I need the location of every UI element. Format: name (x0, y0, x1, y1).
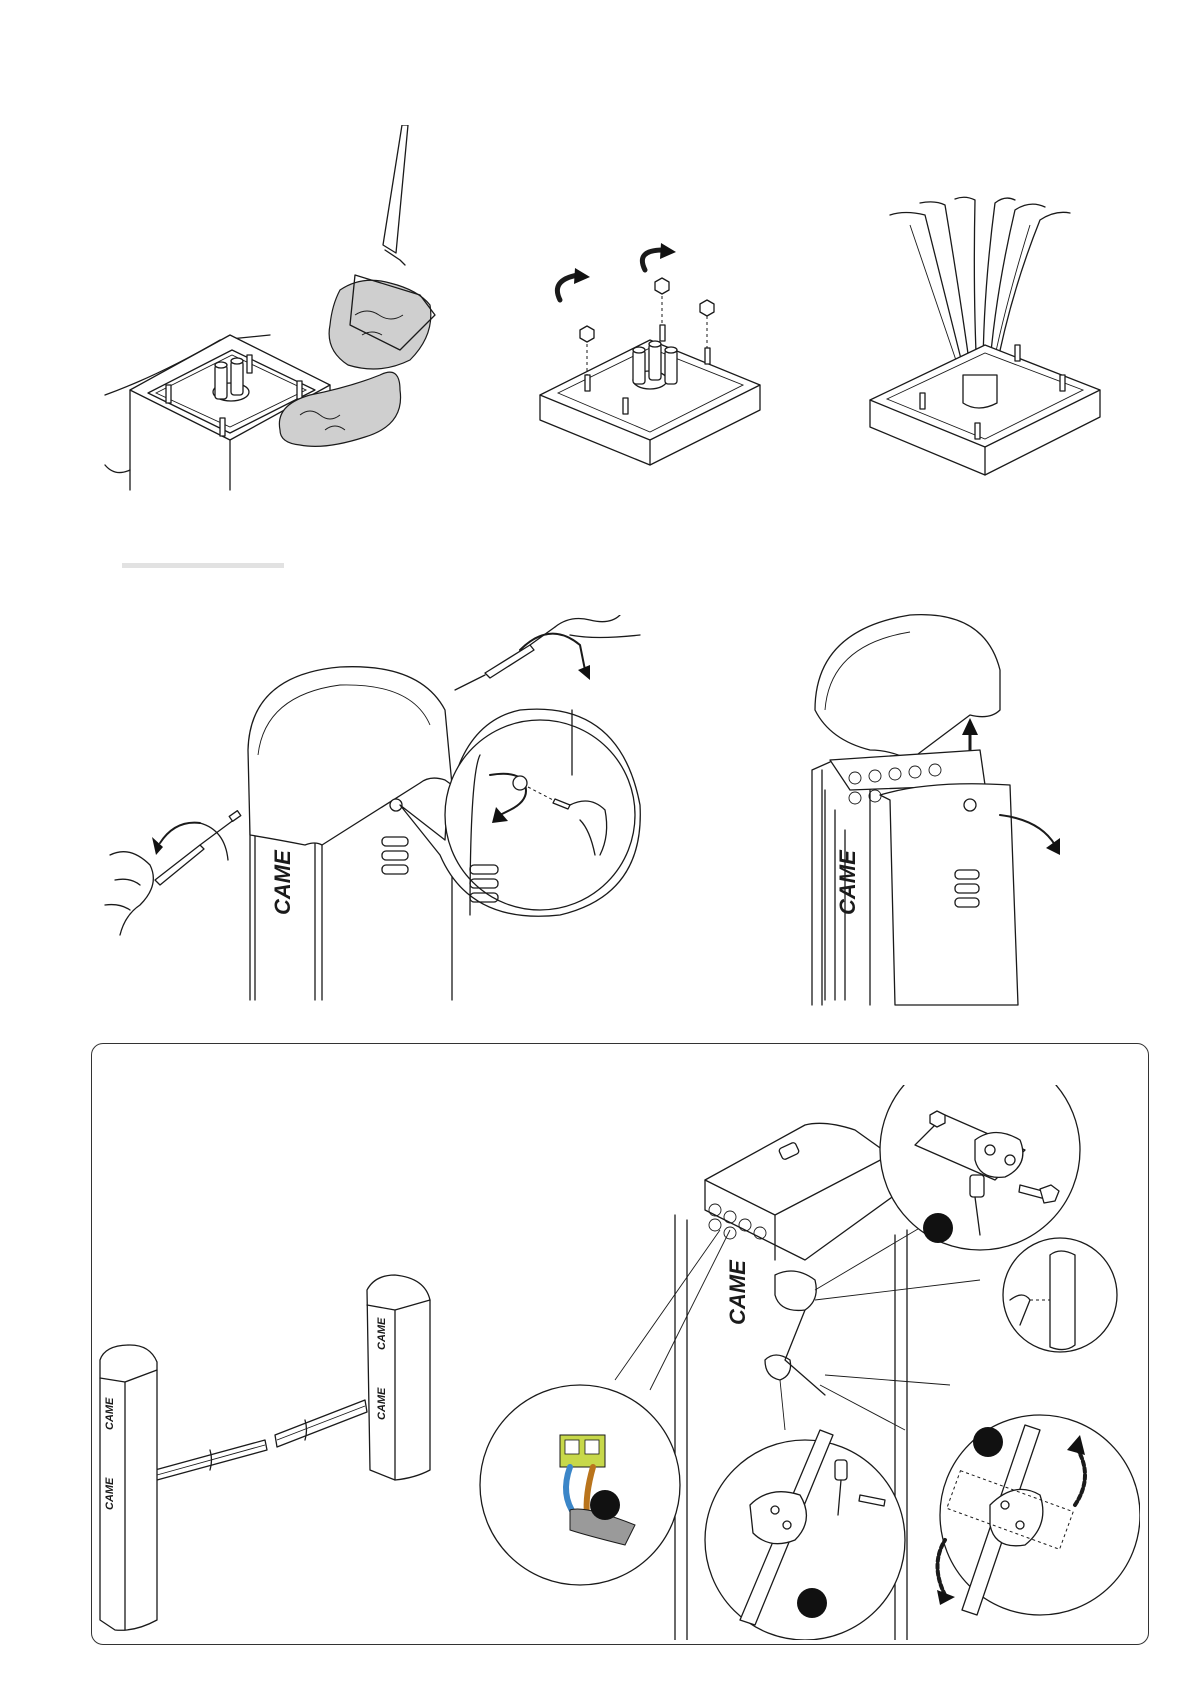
figure-barrier-overview: CAME CAME CAME CAME (95, 1270, 445, 1640)
figure-nuts-on-bolts (530, 230, 780, 470)
figure-shovel-foundation (100, 125, 460, 495)
figure-cables-through-plate (865, 195, 1115, 485)
figure-control-box-details: CAME (475, 1085, 1140, 1640)
figure-remove-cover-screws: CAME (100, 615, 660, 1005)
came-logo: CAME (270, 849, 295, 915)
came-logo: CAME (835, 849, 860, 915)
svg-text:CAME: CAME (725, 1259, 750, 1325)
section-divider (122, 563, 284, 568)
svg-text:CAME: CAME (104, 1397, 116, 1430)
svg-text:CAME: CAME (104, 1477, 116, 1510)
figure-lift-cover-open-door: CAME (810, 610, 1080, 1010)
svg-text:CAME: CAME (376, 1317, 388, 1350)
svg-text:CAME: CAME (376, 1387, 388, 1420)
